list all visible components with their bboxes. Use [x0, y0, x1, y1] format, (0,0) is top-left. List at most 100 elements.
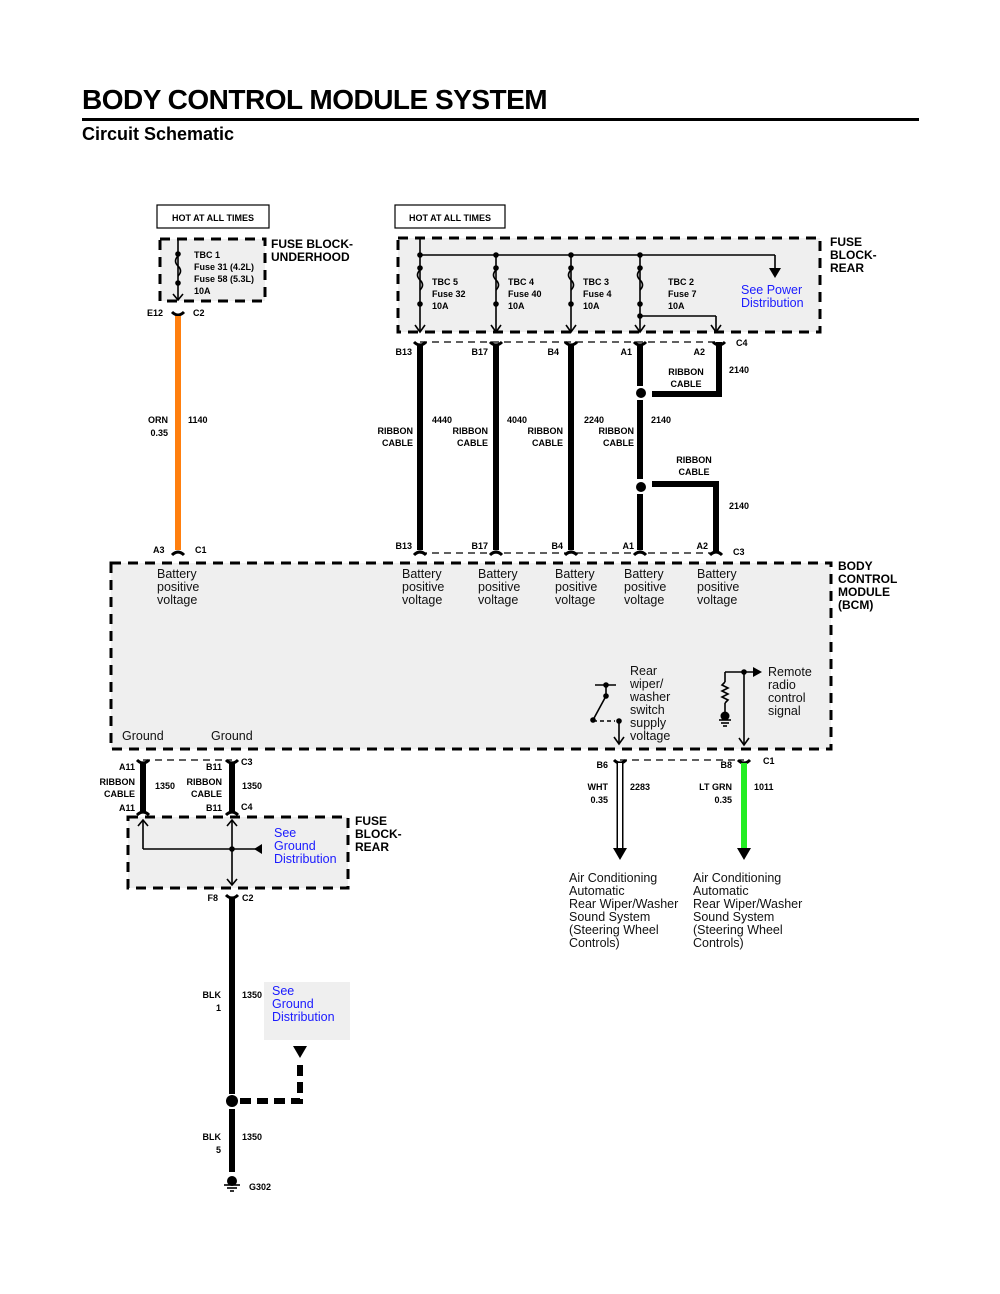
module-name: MODULE [838, 585, 890, 599]
wire-circuit-label: 4440 [432, 415, 452, 425]
ribbon-label: CABLE [603, 438, 634, 448]
ribbon-label: CABLE [191, 789, 222, 799]
connector-label: C4 [736, 338, 748, 348]
splice-dot [636, 388, 646, 398]
wire-gauge-label: 0.35 [590, 795, 608, 805]
connector-icon [135, 758, 240, 765]
destination-label: Controls) [569, 936, 620, 950]
page-title: BODY CONTROL MODULE SYSTEM [82, 84, 548, 115]
radio-label-line: control [768, 691, 806, 705]
see-power-distribution-link[interactable]: See Power [741, 283, 802, 297]
pin-label: B4 [551, 541, 563, 551]
pin-label: B11 [206, 762, 222, 772]
wire-color-label: BLK [203, 1132, 222, 1142]
wire-gauge-label: 1 [216, 1003, 221, 1013]
ribbon-label: RIBBON [668, 367, 704, 377]
wire-color-label: WHT [588, 782, 609, 792]
fuse-label: TBC 3 [583, 277, 609, 287]
junction-dot [637, 252, 643, 258]
fuse-icon [174, 255, 182, 277]
pin-label: B8 [720, 760, 732, 770]
battery-positive-voltage-label: voltage [555, 593, 595, 607]
fuse-label: Fuse 4 [583, 289, 612, 299]
destination-label: Sound System [569, 910, 650, 924]
fuse-label: 10A [583, 301, 600, 311]
battery-positive-voltage-label: Battery [624, 567, 664, 581]
wire-circuit-label: 1350 [242, 1132, 262, 1142]
see-ground-distribution-link[interactable]: See [272, 984, 294, 998]
ribbon-label: CABLE [679, 467, 710, 477]
destination-label: Sound System [693, 910, 774, 924]
see-ground-distribution-link[interactable]: Distribution [274, 852, 337, 866]
fuse-block-name: BLOCK- [830, 248, 877, 262]
fuse-block-rear-bottom[interactable]: See Ground Distribution FUSE BLOCK- REAR [126, 814, 402, 890]
wire-circuit-label: 1350 [242, 990, 262, 1000]
fuse-label: Fuse 40 [508, 289, 542, 299]
fuse-block-name: FUSE [830, 235, 862, 249]
battery-positive-voltage-label: Battery [478, 567, 518, 581]
hot-label: HOT AT ALL TIMES [409, 213, 491, 223]
switch-label-line: supply [630, 716, 667, 730]
body-control-module[interactable]: BatterypositivevoltageBatterypositivevol… [109, 559, 897, 751]
fuse-label: 10A [432, 301, 449, 311]
fuse-label: TBC 5 [432, 277, 458, 287]
fuse-block-underhood[interactable]: TBC 1 Fuse 31 (4.2L) Fuse 58 (5.3L) 10A … [158, 237, 353, 303]
fuse-label: TBC 2 [668, 277, 694, 287]
connector-icon [224, 893, 240, 900]
fuse-label: Fuse 31 (4.2L) [194, 262, 254, 272]
ribbon-label: CABLE [382, 438, 413, 448]
fuse-label: Fuse 7 [668, 289, 697, 299]
switch-label-line: Rear [630, 664, 657, 678]
pin-label: B13 [395, 347, 412, 357]
ribbon-label: RIBBON [599, 426, 635, 436]
see-power-distribution-link[interactable]: Distribution [741, 296, 804, 310]
battery-labels: BatterypositivevoltageBatterypositivevol… [157, 567, 739, 607]
wire-circuit-label: 2140 [651, 415, 671, 425]
ribbon-label: RIBBON [676, 455, 712, 465]
battery-positive-voltage-label: voltage [478, 593, 518, 607]
destination-label: Rear Wiper/Washer [569, 897, 678, 911]
junction-dot [493, 252, 499, 258]
junction-dot [175, 251, 181, 257]
switch-label-line: wiper/ [629, 677, 664, 691]
wire-gauge-label: 0.35 [150, 428, 168, 438]
remote-radio-signal-icon [719, 667, 762, 747]
destination-label: (Steering Wheel [569, 923, 659, 937]
pin-label: B6 [596, 760, 608, 770]
see-ground-distribution-link[interactable]: Ground [274, 839, 316, 853]
pin-label: A11 [119, 762, 135, 772]
see-ground-distribution-link[interactable]: Ground [272, 997, 314, 1011]
ribbon-label: RIBBON [453, 426, 489, 436]
module-name: CONTROL [838, 572, 897, 586]
destination-label: Automatic [693, 884, 749, 898]
radio-label-line: Remote [768, 665, 812, 679]
junction-dot [417, 252, 423, 258]
connector-icon [563, 550, 579, 557]
battery-positive-voltage-label: positive [157, 580, 199, 594]
wire-gauge-label: 5 [216, 1145, 221, 1155]
see-ground-distribution-link[interactable]: See [274, 826, 296, 840]
fuse-block-name: REAR [830, 261, 864, 275]
splice-dot [636, 482, 646, 492]
arrow-down-icon [490, 324, 502, 334]
junction-dot [568, 265, 574, 271]
wire-circuit-label: 2140 [729, 365, 749, 375]
fuse-block-name: FUSE BLOCK- [271, 237, 353, 251]
fuse-icon [636, 269, 644, 291]
arrow-down-icon [737, 848, 751, 860]
wire-2140-upper[interactable] [652, 342, 722, 397]
wire-2140-lower[interactable] [652, 481, 719, 552]
ribbon-label: CABLE [671, 379, 702, 389]
switch-label-line: voltage [630, 729, 670, 743]
fuse-label: TBC 4 [508, 277, 534, 287]
connector-icon [170, 310, 186, 317]
ground-point-label: G302 [249, 1182, 271, 1192]
see-ground-distribution-link[interactable]: Distribution [272, 1010, 335, 1024]
fuse-block-name: BLOCK- [355, 827, 402, 841]
hot-label: HOT AT ALL TIMES [172, 213, 254, 223]
